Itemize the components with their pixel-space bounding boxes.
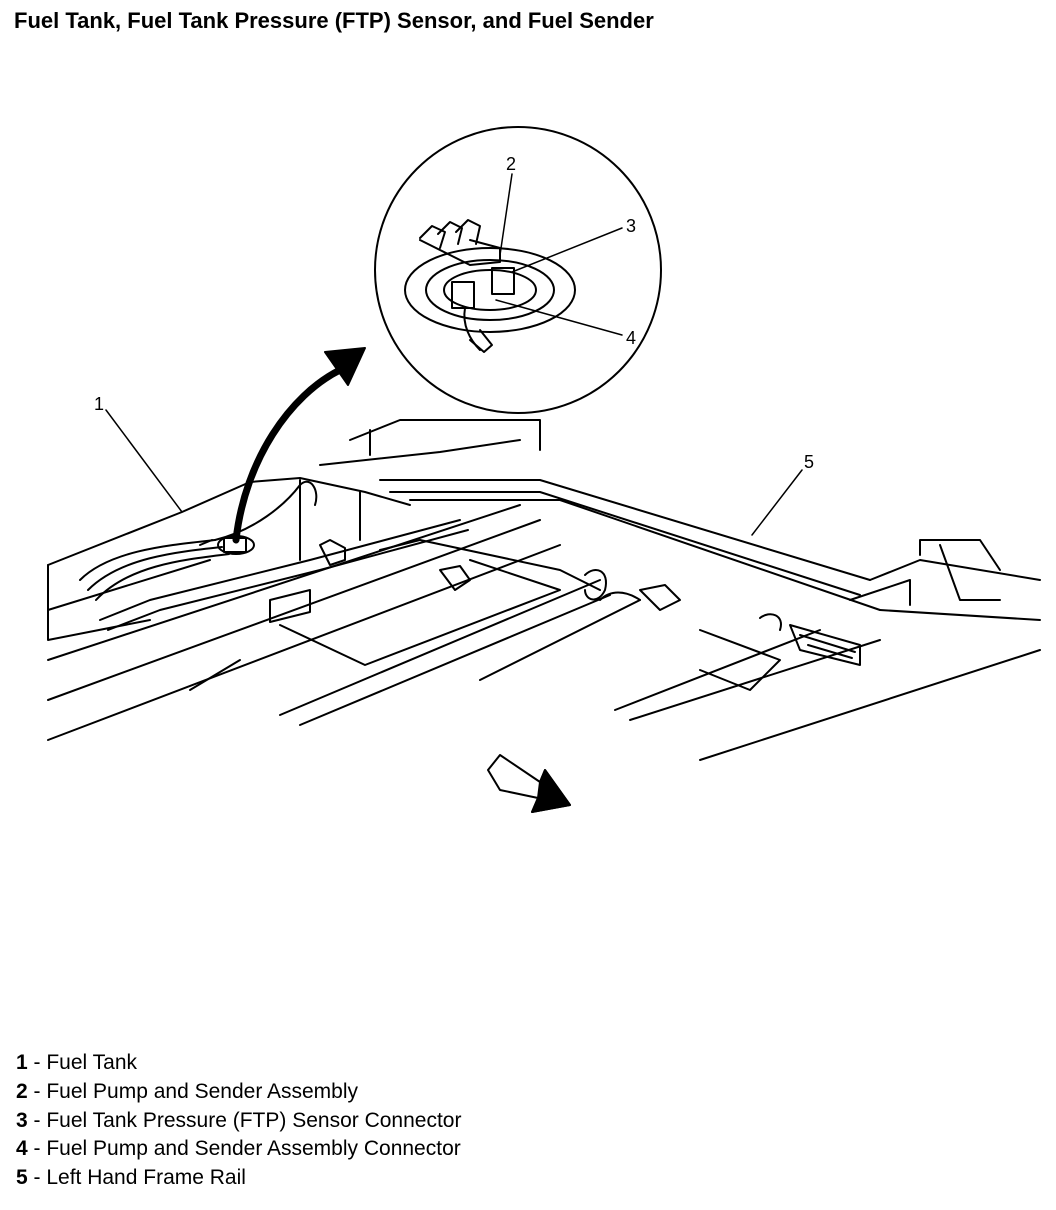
fuel-tank <box>47 477 561 691</box>
legend-number: 4 <box>16 1137 28 1161</box>
legend-item: 2 - Fuel Pump and Sender Assembly <box>16 1078 461 1107</box>
callout-3: 3 <box>626 216 636 236</box>
legend-item: 1 - Fuel Tank <box>16 1049 461 1078</box>
legend-label: - Fuel Pump and Sender Assembly Connecto… <box>27 1137 461 1161</box>
legend-number: 3 <box>16 1108 28 1132</box>
legend-number: 2 <box>16 1079 28 1103</box>
callout-1: 1 <box>94 394 104 414</box>
leader-line-2 <box>499 173 513 256</box>
legend-label: - Fuel Tank Pressure (FTP) Sensor Connec… <box>27 1108 462 1132</box>
leader-line-3 <box>511 227 623 273</box>
legend-item: 3 - Fuel Tank Pressure (FTP) Sensor Conn… <box>16 1107 461 1136</box>
leader-lines <box>105 173 803 536</box>
legend-number: 1 <box>16 1051 28 1074</box>
callout-2: 2 <box>506 154 516 174</box>
callout-4: 4 <box>626 328 636 348</box>
legend-label: - Fuel Pump and Sender Assembly <box>27 1079 359 1103</box>
front-direction-arrow <box>487 754 571 813</box>
legend-label: - Fuel Tank <box>27 1051 138 1074</box>
legend-label: - Left Hand Frame Rail <box>27 1166 246 1190</box>
legend-number: 5 <box>16 1166 28 1190</box>
legend: 1 - Fuel Tank 2 - Fuel Pump and Sender A… <box>16 1049 461 1193</box>
fuel-sender-on-tank <box>199 535 255 555</box>
legend-item: 5 - Left Hand Frame Rail <box>16 1164 461 1193</box>
legend-item: 4 - Fuel Pump and Sender Assembly Connec… <box>16 1135 461 1164</box>
leader-line-4 <box>495 299 623 336</box>
callout-5: 5 <box>804 452 814 472</box>
leader-line-5 <box>751 469 803 536</box>
detail-circle <box>374 126 662 414</box>
frame-crossmembers <box>47 419 1041 761</box>
detail-pointer-arrow <box>232 347 366 544</box>
leader-line-1 <box>105 409 183 513</box>
fuel-lines <box>79 480 469 631</box>
brackets-and-clips <box>269 539 861 691</box>
fuel-system-diagram: 1 2 3 4 5 <box>47 126 1041 813</box>
left-hand-frame-rail <box>319 439 1041 621</box>
page-title: Fuel Tank, Fuel Tank Pressure (FTP) Sens… <box>14 8 654 33</box>
